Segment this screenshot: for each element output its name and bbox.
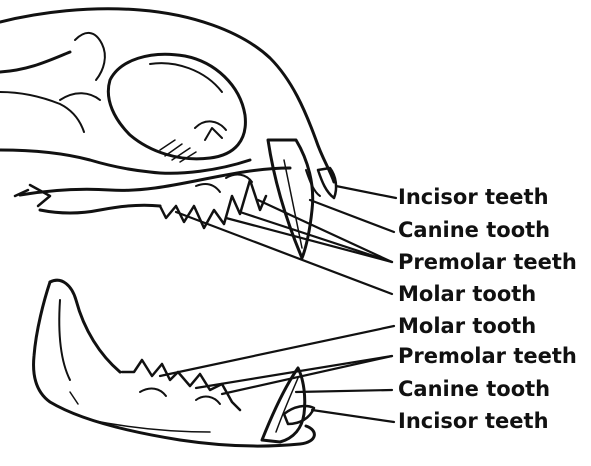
label-upper-premolar: Premolar teeth bbox=[398, 252, 577, 273]
label-upper-canine: Canine tooth bbox=[398, 220, 550, 241]
lower-jaw bbox=[34, 280, 315, 446]
label-lower-molar: Molar tooth bbox=[398, 316, 536, 337]
label-lower-incisor: Incisor teeth bbox=[398, 411, 549, 432]
label-lower-canine: Canine tooth bbox=[398, 379, 550, 400]
upper-skull bbox=[0, 9, 336, 258]
label-upper-incisor: Incisor teeth bbox=[398, 187, 549, 208]
label-upper-molar: Molar tooth bbox=[398, 284, 536, 305]
label-lower-premolar: Premolar teeth bbox=[398, 346, 577, 367]
leader-lines bbox=[160, 186, 396, 422]
